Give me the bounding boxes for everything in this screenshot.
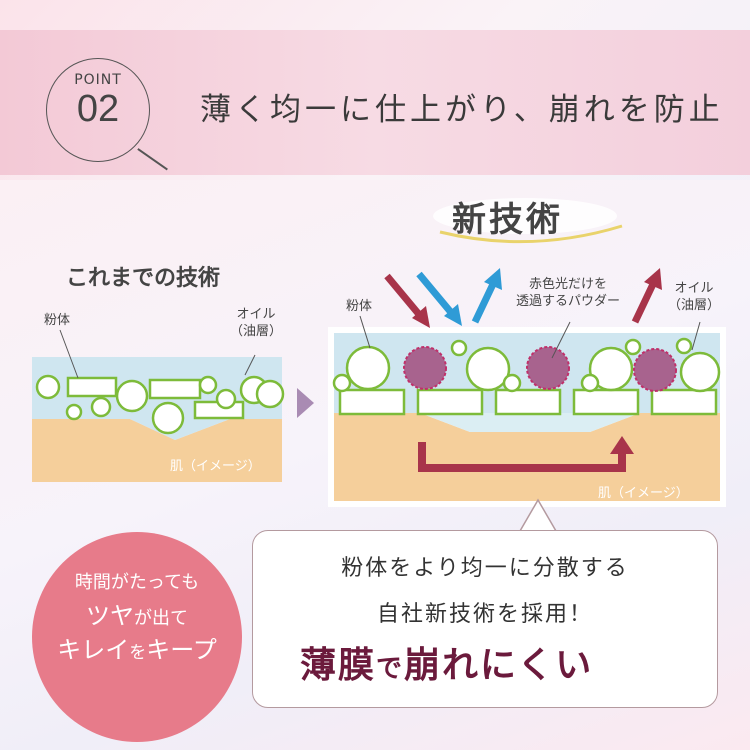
callout-pointer xyxy=(519,498,557,532)
new-powder-leader xyxy=(359,315,371,349)
new-oil-leader xyxy=(691,321,701,351)
new-tech-glow xyxy=(433,198,617,234)
old-powder-particle xyxy=(255,379,285,409)
callout-line-3: 薄膜で崩れにくい xyxy=(300,645,594,686)
old-tech-title: これまでの技術 xyxy=(66,266,221,291)
callout-line-1: 粉体をより均一に分散する xyxy=(341,556,629,581)
callout-box xyxy=(252,530,718,708)
old-oil-label: オイル（油層） xyxy=(229,307,282,339)
new-powder-sphere xyxy=(588,346,634,392)
old-powder-leader xyxy=(59,329,79,379)
callout-line-2: 自社新技術を採用！ xyxy=(376,602,593,627)
red-light-powder-label: 赤色光だけを透過するパウダー xyxy=(515,277,620,309)
incoming-light-arrow xyxy=(384,273,425,321)
new-powder-plate xyxy=(338,388,406,416)
old-powder-particle xyxy=(90,396,112,418)
incoming-light-arrowhead xyxy=(412,306,430,328)
bubble-line-3: キレイをキープ xyxy=(57,636,217,664)
old-powder-particle xyxy=(198,375,218,395)
old-powder-particle xyxy=(35,374,61,400)
old-powder-particle xyxy=(151,401,185,435)
new-powder-plate xyxy=(416,388,484,416)
light-arrows xyxy=(384,268,662,472)
new-powder-sphere xyxy=(679,351,721,393)
new-powder-sphere xyxy=(675,337,693,355)
new-powder-plate xyxy=(650,388,718,416)
new-powder-sphere xyxy=(332,373,352,393)
old-skin-layer xyxy=(32,419,282,482)
blue-light-arrowhead xyxy=(444,304,462,326)
red-light-leader xyxy=(551,321,571,359)
new-tech-title: 新技術 xyxy=(452,200,563,240)
new-tech-underline xyxy=(439,224,623,244)
old-skin-label: 肌（イメージ） xyxy=(170,459,261,474)
new-powder-sphere xyxy=(580,373,600,393)
skin-reflect-arrowhead xyxy=(610,436,634,454)
old-powder-particle xyxy=(148,378,202,400)
old-powder-particle xyxy=(65,403,83,421)
point-label: POINT xyxy=(74,72,122,88)
point-badge xyxy=(46,58,150,162)
headline: 薄く均一に仕上がり、崩れを防止 xyxy=(200,92,724,128)
red-light-particle xyxy=(526,346,570,390)
reflected-blue-arrowhead xyxy=(484,268,502,290)
new-powder-sphere xyxy=(624,338,642,356)
old-powder-particle xyxy=(215,388,237,410)
new-skin-label: 肌（イメージ） xyxy=(598,486,689,501)
old-oil-leader xyxy=(244,354,256,376)
new-powder-sphere xyxy=(465,346,511,392)
bubble-line-2: ツヤが出て xyxy=(86,602,188,630)
old-tech-diagram xyxy=(32,329,285,482)
new-tech-diagram xyxy=(328,268,726,507)
old-powder-label: 粉体 xyxy=(44,313,71,328)
red-light-particle xyxy=(633,348,677,392)
bubble-line-1: 時間がたっても xyxy=(74,572,200,593)
new-powder-sphere xyxy=(450,339,468,357)
new-powder-label: 粉体 xyxy=(346,299,373,314)
progress-arrow xyxy=(297,388,314,418)
reflected-red-arrowhead xyxy=(644,268,662,290)
old-powder-particle xyxy=(115,379,149,413)
pink-bubble xyxy=(32,532,242,742)
reflected-blue-arrow xyxy=(471,280,498,324)
point-number: 02 xyxy=(76,88,120,130)
new-powder-plate xyxy=(572,388,640,416)
new-powder-sphere xyxy=(502,373,522,393)
new-skin-layer xyxy=(334,413,720,501)
new-powder-sphere xyxy=(345,345,391,391)
blue-light-arrow xyxy=(416,271,457,319)
new-powder-plate xyxy=(494,388,562,416)
skin-reflect-arrow xyxy=(418,442,626,472)
old-powder-particle xyxy=(66,376,118,398)
reflected-red-arrow xyxy=(631,280,658,324)
red-light-particle xyxy=(403,346,447,390)
new-skin-dip xyxy=(420,413,640,432)
new-oil-label: オイル（油層） xyxy=(667,281,720,313)
